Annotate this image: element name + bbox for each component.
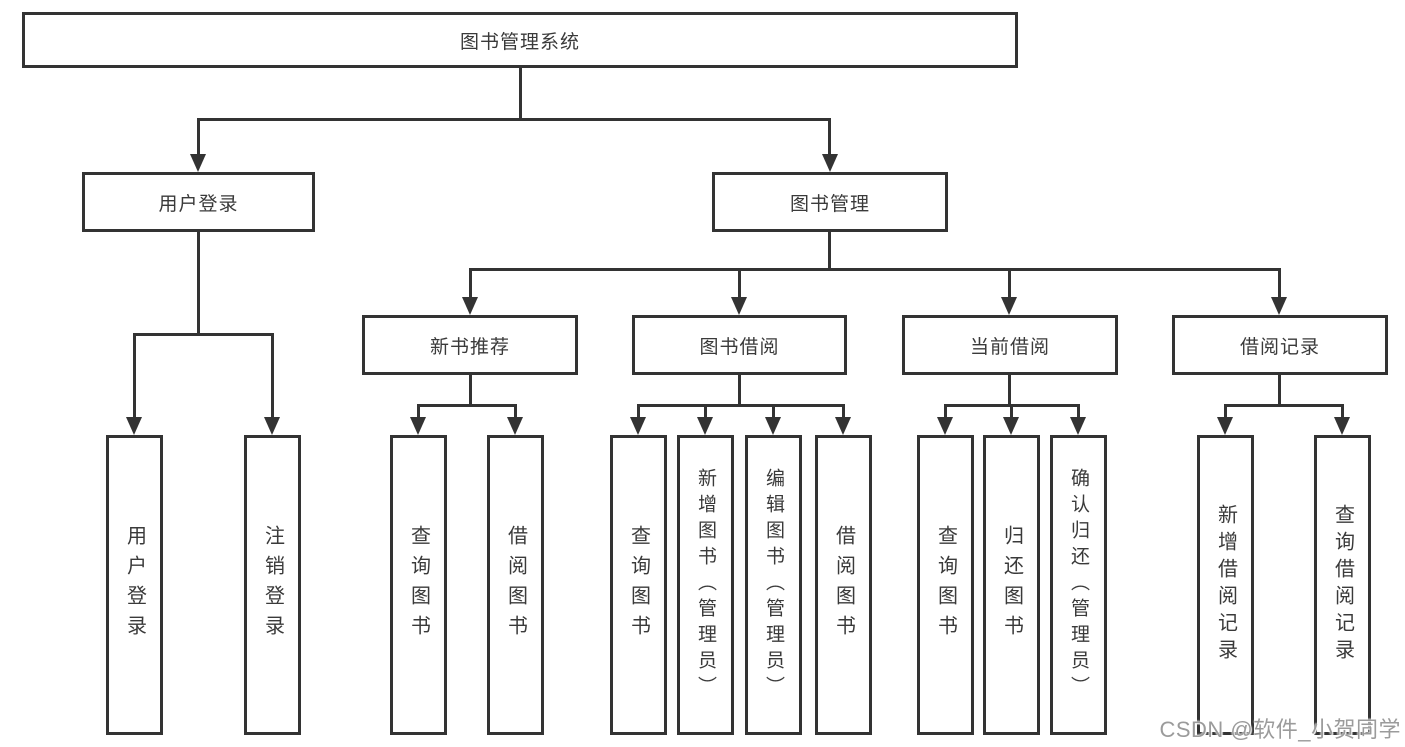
connector-line: [842, 404, 845, 422]
connector-line: [197, 118, 200, 160]
node-label: 编辑图书（管理员）: [763, 468, 784, 702]
connector-line: [828, 118, 831, 160]
connector-line: [514, 404, 517, 422]
node-user-login: 用户登录: [82, 172, 315, 232]
arrow-down-icon: [822, 154, 838, 172]
node-book-management: 图书管理: [712, 172, 948, 232]
arrow-down-icon: [765, 417, 781, 435]
arrow-down-icon: [190, 154, 206, 172]
arrow-down-icon: [1217, 417, 1233, 435]
leaf-query-borrow-record: 查询借阅记录: [1314, 435, 1371, 735]
leaf-query-books-recommend: 查询图书: [390, 435, 447, 735]
node-label: 借阅记录: [1239, 336, 1320, 358]
node-book-borrow: 图书借阅: [632, 315, 847, 375]
node-borrow-records: 借阅记录: [1172, 315, 1388, 375]
arrow-down-icon: [264, 417, 280, 435]
connector-line: [469, 268, 472, 302]
node-label: 用户登录: [158, 193, 239, 215]
connector-line: [1224, 404, 1342, 407]
connector-line: [738, 375, 741, 406]
node-label: 当前借阅: [969, 336, 1050, 358]
arrow-down-icon: [937, 417, 953, 435]
arrow-down-icon: [507, 417, 523, 435]
leaf-query-books-borrow: 查询图书: [610, 435, 667, 735]
connector-line: [637, 404, 844, 407]
node-label: 查询图书: [627, 525, 650, 645]
connector-line: [1008, 375, 1011, 406]
connector-line: [1278, 375, 1281, 406]
node-label: 图书管理: [789, 193, 870, 215]
connector-line: [1077, 404, 1080, 422]
connector-line: [1010, 404, 1013, 422]
node-label: 新增借阅记录: [1214, 504, 1237, 666]
leaf-query-books-current: 查询图书: [917, 435, 974, 735]
connector-line: [828, 232, 831, 270]
arrow-down-icon: [1070, 417, 1086, 435]
node-label: 查询借阅记录: [1331, 504, 1354, 666]
connector-line: [944, 404, 947, 422]
arrow-down-icon: [697, 417, 713, 435]
node-label: 归还图书: [1000, 525, 1023, 645]
arrow-down-icon: [630, 417, 646, 435]
connector-line: [133, 333, 274, 336]
leaf-add-borrow-record: 新增借阅记录: [1197, 435, 1254, 735]
connector-line: [738, 268, 741, 302]
connector-line: [417, 404, 517, 407]
node-label: 借阅图书: [504, 525, 527, 645]
leaf-user-login: 用户登录: [106, 435, 163, 735]
arrow-down-icon: [1003, 417, 1019, 435]
leaf-confirm-return-admin: 确认归还（管理员）: [1050, 435, 1107, 735]
arrow-down-icon: [1334, 417, 1350, 435]
node-label: 新增图书（管理员）: [695, 468, 716, 702]
node-label: 查询图书: [934, 525, 957, 645]
csdn-watermark: CSDN @软件_小贺同学: [1159, 717, 1401, 742]
arrow-down-icon: [462, 297, 478, 315]
leaf-borrow-books: 借阅图书: [815, 435, 872, 735]
node-label: 图书借阅: [699, 336, 780, 358]
connector-line: [772, 404, 775, 422]
node-label: 注销登录: [261, 525, 284, 645]
node-label: 新书推荐: [429, 336, 510, 358]
node-label: 查询图书: [407, 525, 430, 645]
connector-line: [704, 404, 707, 422]
arrow-down-icon: [410, 417, 426, 435]
connector-line: [637, 404, 640, 422]
connector-line: [133, 333, 136, 423]
arrow-down-icon: [1271, 297, 1287, 315]
connector-line: [469, 375, 472, 406]
node-label: 图书管理系统: [459, 31, 580, 53]
node-label: 确认归还（管理员）: [1068, 468, 1089, 702]
connector-line: [1278, 268, 1281, 302]
arrow-down-icon: [835, 417, 851, 435]
connector-line: [197, 232, 200, 336]
connector-line: [1008, 268, 1011, 302]
connector-line: [519, 68, 522, 120]
connector-line: [1224, 404, 1227, 422]
leaf-borrow-books-recommend: 借阅图书: [487, 435, 544, 735]
node-label: 借阅图书: [832, 525, 855, 645]
connector-line: [1341, 404, 1344, 422]
leaf-add-books-admin: 新增图书（管理员）: [677, 435, 734, 735]
arrow-down-icon: [1001, 297, 1017, 315]
leaf-return-books: 归还图书: [983, 435, 1040, 735]
connector-line: [469, 268, 1281, 271]
leaf-edit-books-admin: 编辑图书（管理员）: [745, 435, 802, 735]
connector-line: [417, 404, 420, 422]
node-label: 用户登录: [123, 525, 146, 645]
node-current-borrow: 当前借阅: [902, 315, 1118, 375]
node-library-management-system: 图书管理系统: [22, 12, 1018, 68]
leaf-logout: 注销登录: [244, 435, 301, 735]
node-new-book-recommend: 新书推荐: [362, 315, 578, 375]
arrow-down-icon: [731, 297, 747, 315]
connector-line: [197, 118, 831, 121]
arrow-down-icon: [126, 417, 142, 435]
connector-line: [271, 333, 274, 423]
